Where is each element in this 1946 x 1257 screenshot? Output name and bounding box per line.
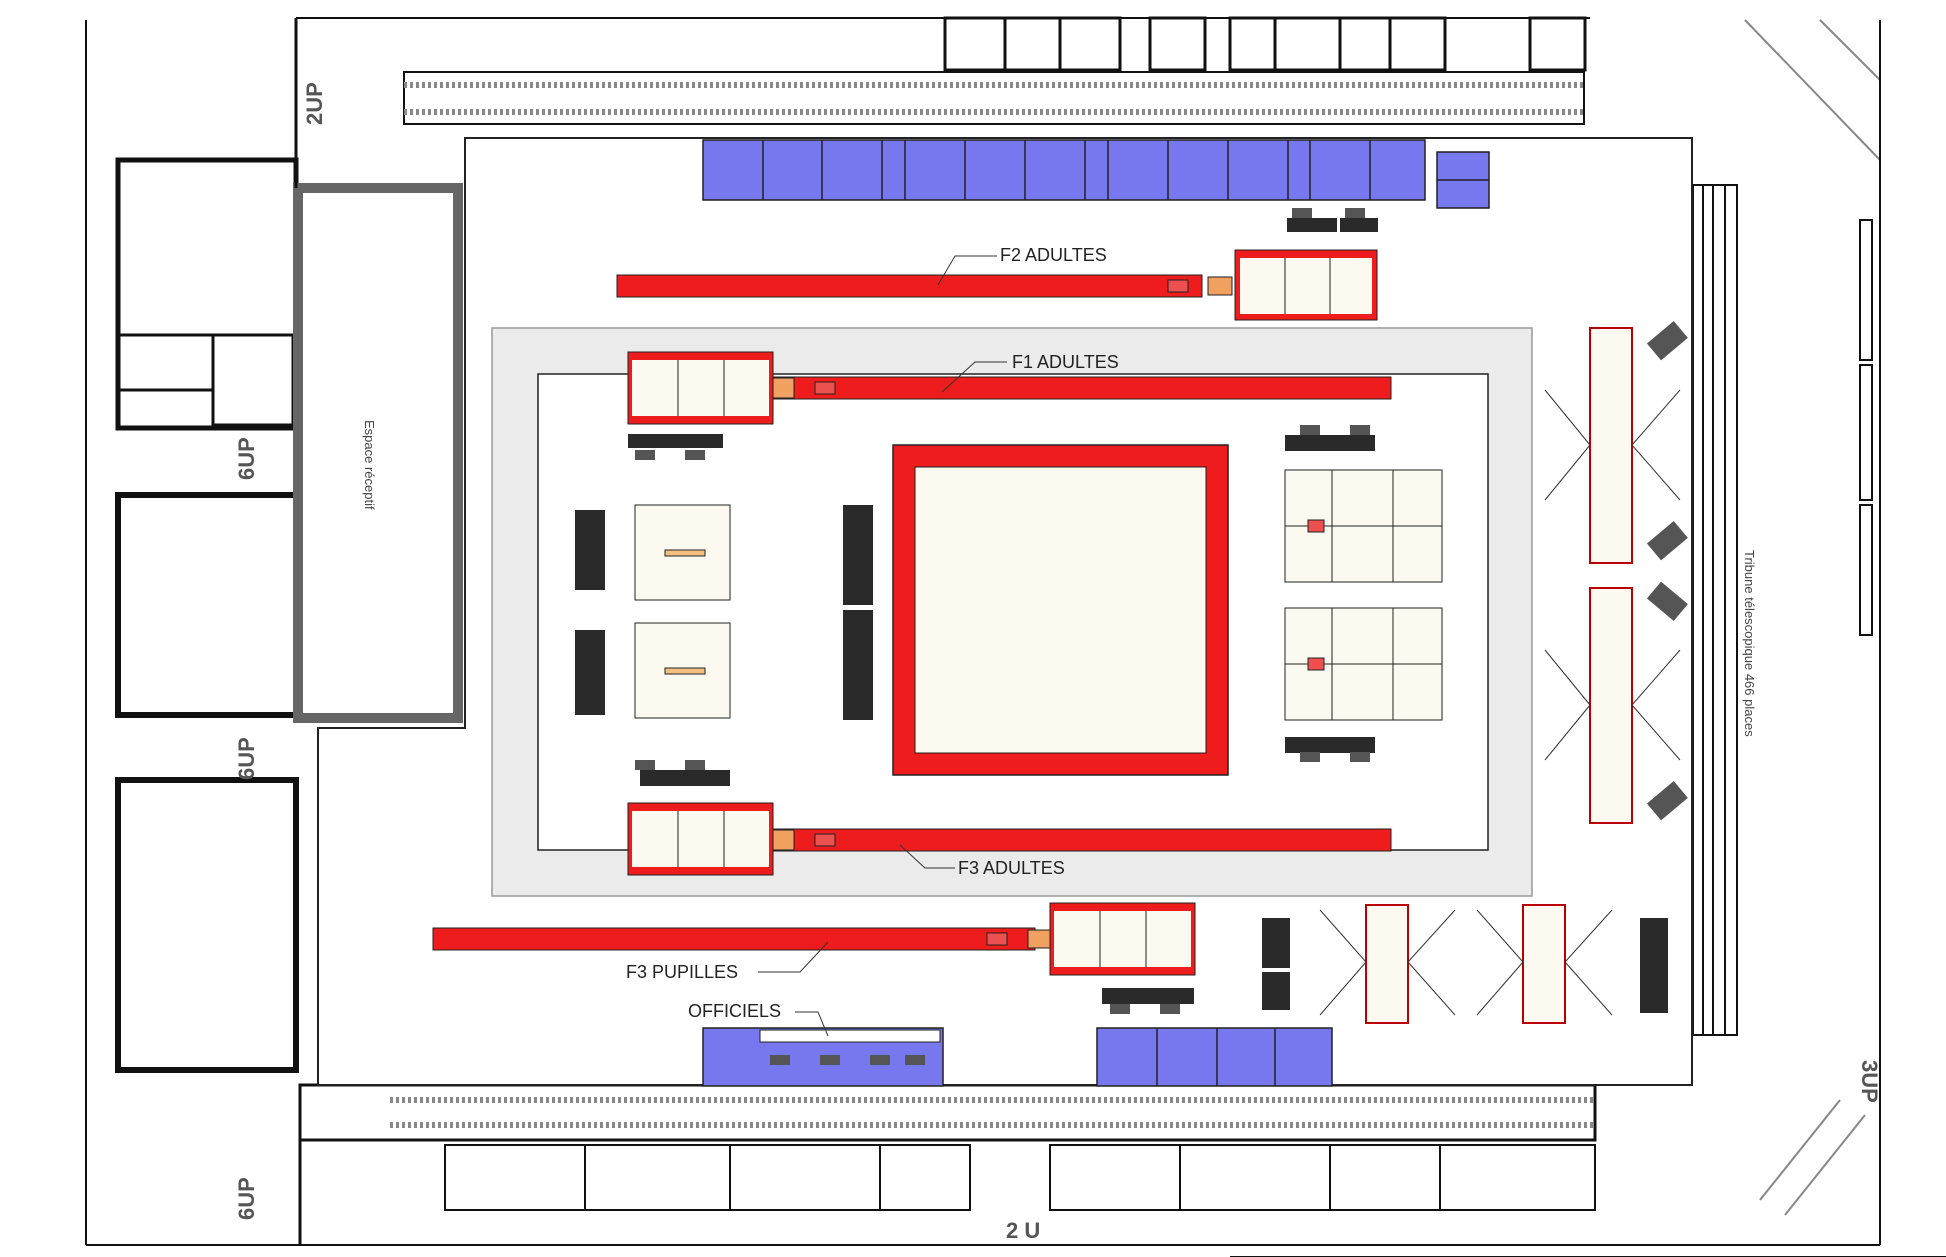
label-leaders xyxy=(758,255,1007,1037)
exit-label-left-middle: 6UP xyxy=(234,737,259,780)
floor-exercise-mat xyxy=(892,444,1229,776)
label-f3-adultes: F3 ADULTES xyxy=(958,858,1065,878)
chairs xyxy=(635,208,1688,1065)
f2-adultes-vault xyxy=(616,249,1378,321)
exit-label-left-bottom: 6UP xyxy=(234,1177,259,1220)
label-officiels: OFFICIELS xyxy=(688,1001,781,1021)
apparatus-cables xyxy=(1319,389,1681,1016)
f3-pupilles-vault xyxy=(432,902,1196,976)
judges-seats xyxy=(575,218,1668,1043)
label-tribune: Tribune télescopique 466 places xyxy=(1742,550,1757,737)
exit-label-bottom-center: 2 U xyxy=(1006,1218,1040,1243)
label-f1-adultes: F1 ADULTES xyxy=(1012,352,1119,372)
uneven-bars-mats xyxy=(1284,469,1443,721)
right-apparatus xyxy=(1365,327,1633,1024)
exit-label-top-left: 2UP xyxy=(302,82,327,125)
exit-label-right-bottom: 3UP xyxy=(1857,1060,1882,1103)
label-espace-reception: Espace réceptif xyxy=(362,420,377,510)
f3-adultes-vault xyxy=(627,802,1392,876)
exit-label-left-upper: 6UP xyxy=(234,437,259,480)
label-f3-pupilles: F3 PUPILLES xyxy=(626,962,738,982)
balance-beam-mats xyxy=(634,504,731,719)
f1-adultes-vault xyxy=(627,351,1392,425)
label-f2-adultes: F2 ADULTES xyxy=(1000,245,1107,265)
